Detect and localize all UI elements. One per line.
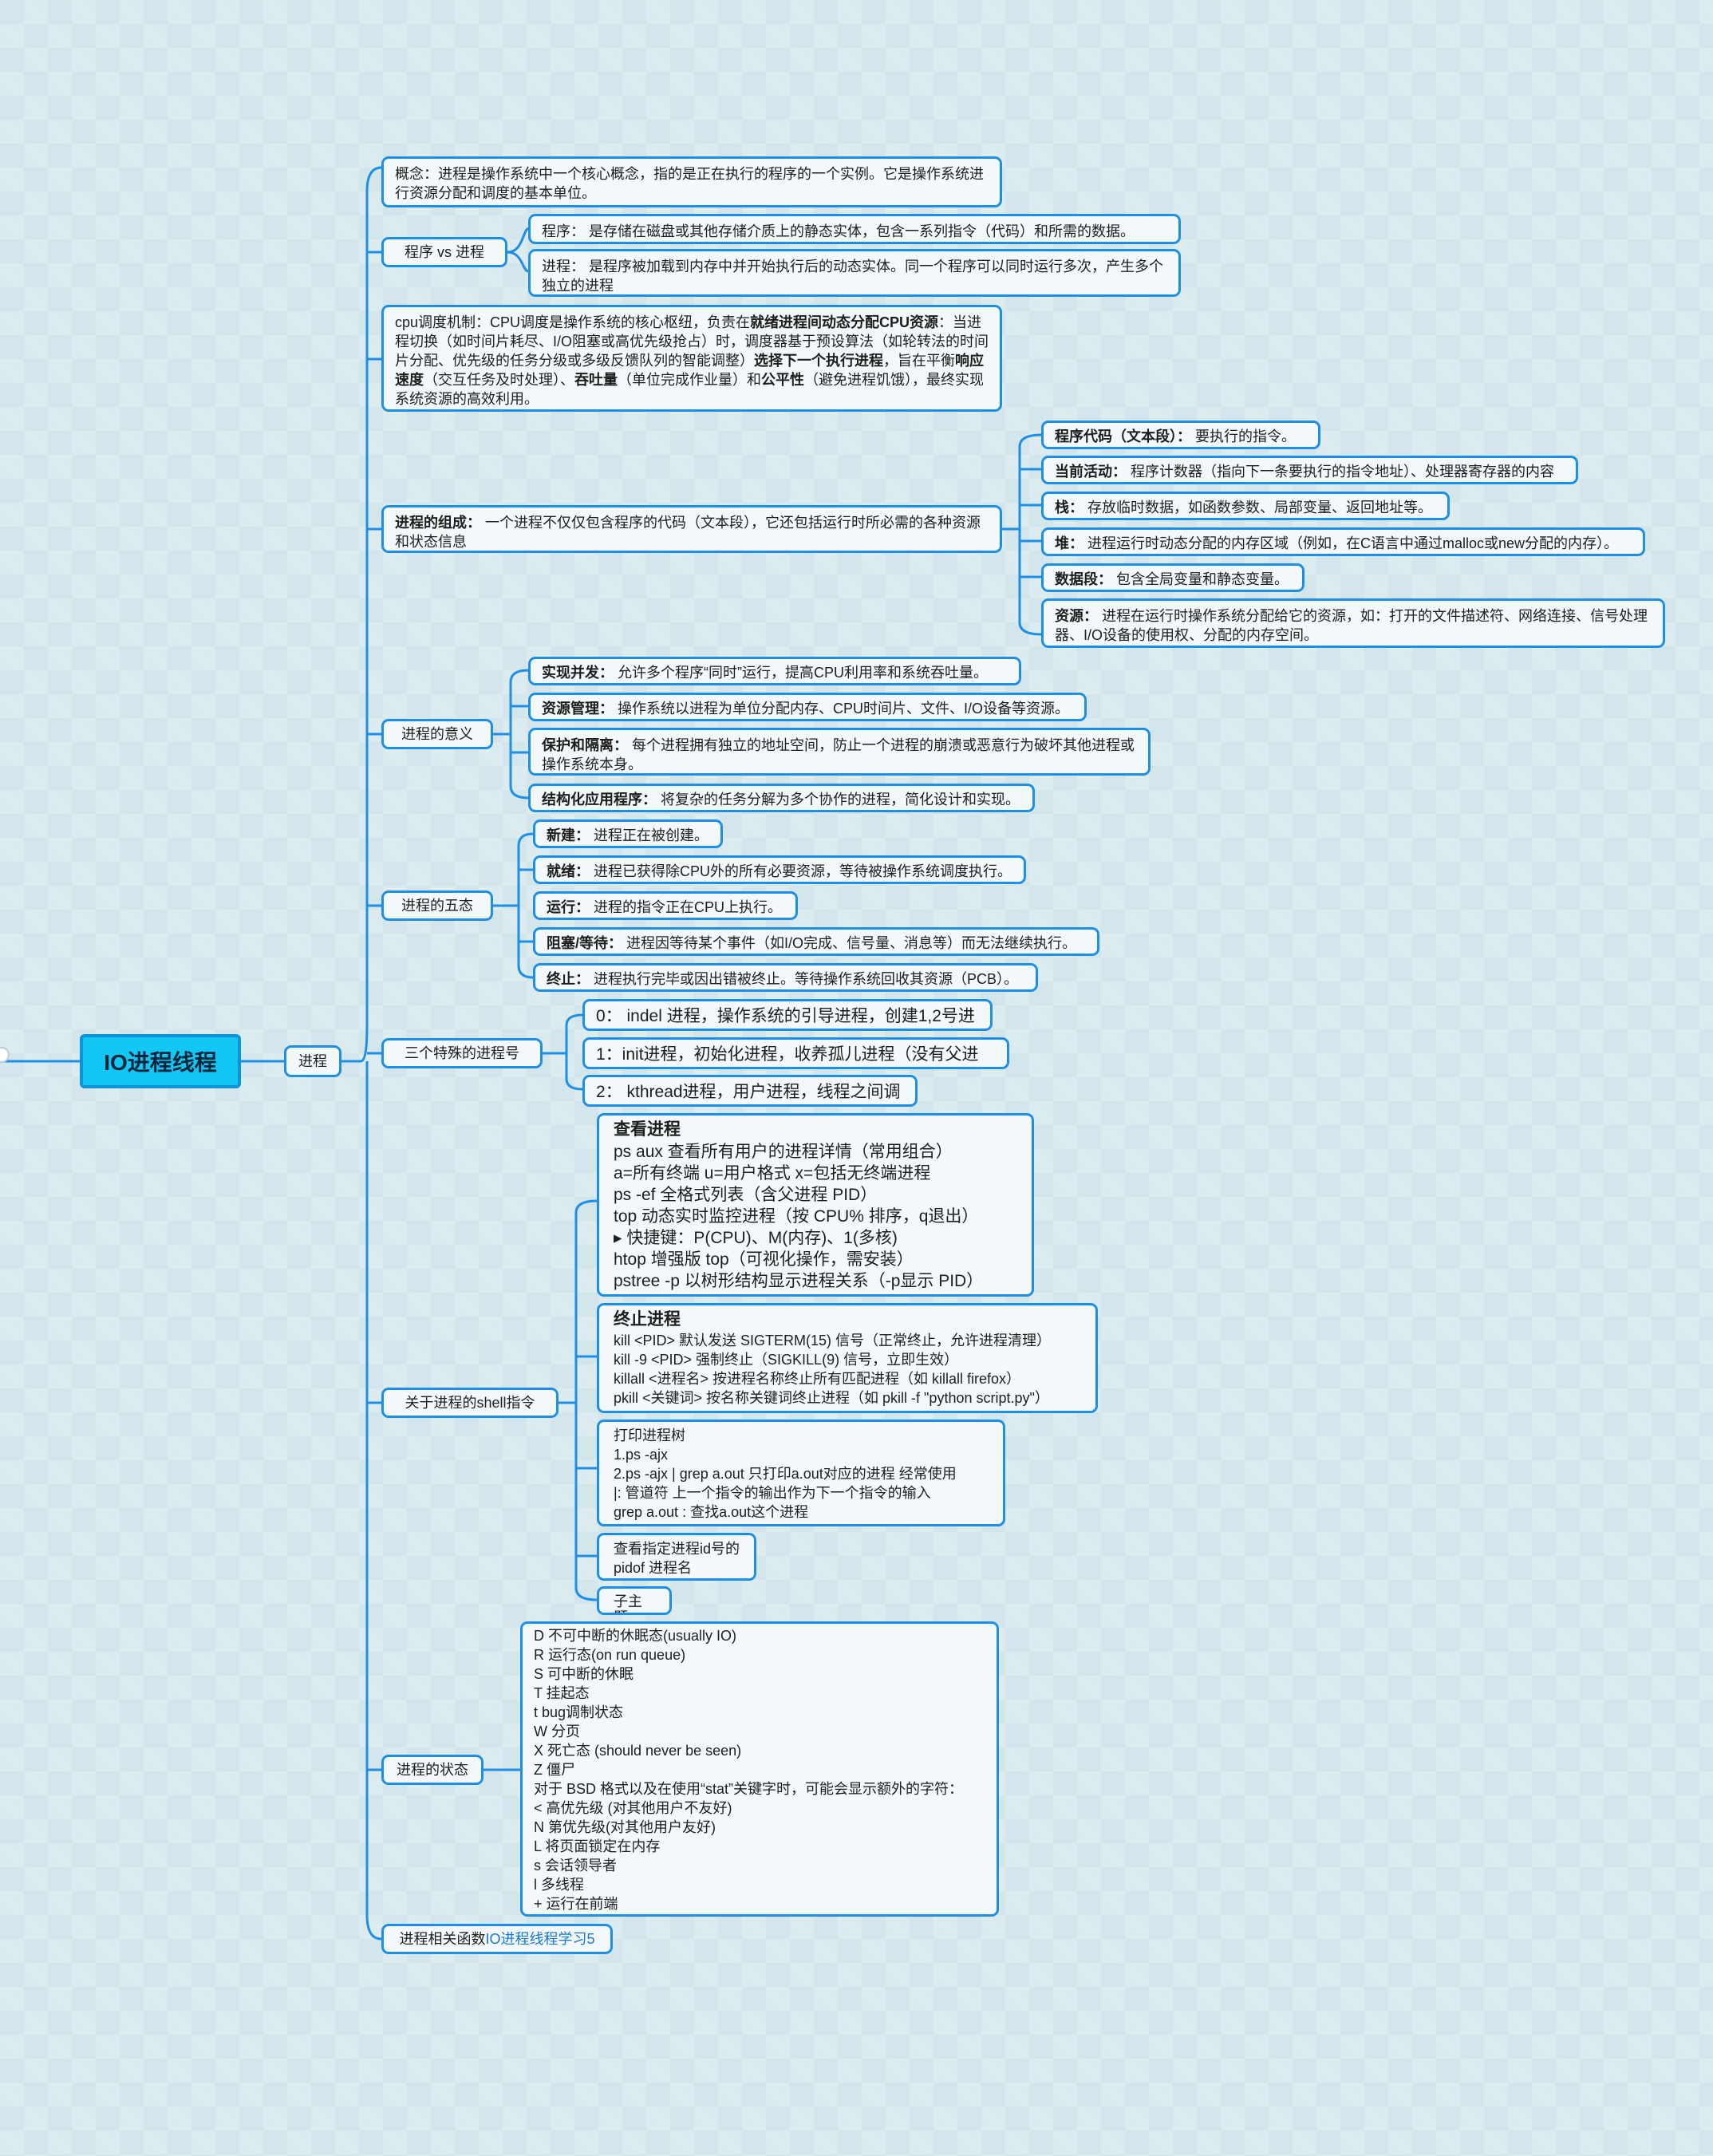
- state-item-running[interactable]: 运行： 进程的指令正在CPU上执行。: [533, 891, 798, 920]
- item-key: 保护和隔离：: [542, 737, 628, 753]
- cpu-bold-1: 就绪进程间动态分配CPU资源: [750, 314, 939, 330]
- composition-label: 进程的组成：: [395, 515, 481, 531]
- item-value: 进程因等待某个事件（如I/O完成、信号量、消息等）而无法继续执行。: [622, 935, 1077, 951]
- shell-process-tree[interactable]: 打印进程树 1.ps -ajx 2.ps -ajx | grep a.out 只…: [597, 1420, 1005, 1526]
- cpu-text-1: cpu调度机制：CPU调度是操作系统的核心枢纽，负责在: [395, 314, 751, 330]
- state-item-new[interactable]: 新建： 进程正在被创建。: [533, 819, 723, 848]
- composition-item-activity[interactable]: 当前活动： 程序计数器（指向下一条要执行的指令地址）、处理器寄存器的内容: [1041, 456, 1578, 484]
- item-key: 资源：: [1055, 608, 1098, 624]
- item-value: 包含全局变量和静态变量。: [1112, 571, 1289, 587]
- cpu-bold-5: 公平性: [761, 372, 804, 388]
- item-key: 程序代码（文本段）：: [1055, 428, 1191, 444]
- state-item-ready[interactable]: 就绪： 进程已获得除CPU外的所有必要资源，等待被操作系统调度执行。: [533, 855, 1026, 884]
- meaning-item-concurrency[interactable]: 实现并发： 允许多个程序“同时”运行，提高CPU利用率和系统吞吐量。: [528, 657, 1021, 685]
- node-process-definition[interactable]: 进程： 是程序被加载到内存中并开始执行后的动态实体。同一个程序可以同时运行多次，…: [528, 249, 1181, 297]
- cpu-text-3: ，旨在平衡: [883, 353, 955, 369]
- item-key: 运行：: [547, 899, 590, 915]
- shell-subtopic[interactable]: 子主题: [597, 1586, 672, 1615]
- node-special-pids[interactable]: 三个特殊的进程号: [381, 1038, 543, 1068]
- pid-2[interactable]: 2： kthread进程，用户进程，线程之间调度: [582, 1075, 918, 1107]
- cpu-bold-4: 吞吐量: [574, 372, 618, 388]
- cpu-text-4: （交互任务及时处理）、: [424, 372, 574, 388]
- item-value: 要执行的指令。: [1191, 428, 1297, 444]
- item-value: 进程的指令正在CPU上执行。: [590, 899, 783, 915]
- functions-label: 进程相关函数: [399, 1931, 486, 1947]
- item-value: 将复杂的任务分解为多个协作的进程，简化设计和实现。: [657, 792, 1020, 808]
- node-process-status[interactable]: 进程的状态: [381, 1755, 484, 1785]
- cpu-text-2: ：当进程切换（如时间片耗尽、I/O阻塞或高优先级抢占）时，调度器基于预设算法（如…: [395, 314, 989, 369]
- kill-process-title: 终止进程: [614, 1310, 681, 1329]
- cpu-bold-3: 响应速度: [395, 353, 984, 388]
- meaning-item-structure[interactable]: 结构化应用程序： 将复杂的任务分解为多个协作的进程，简化设计和实现。: [528, 784, 1035, 812]
- item-key: 堆：: [1055, 535, 1083, 551]
- item-value: 每个进程拥有独立的地址空间，防止一个进程的崩溃或恶意行为破坏其他进程或操作系统本…: [542, 737, 1135, 772]
- composition-item-data[interactable]: 数据段： 包含全局变量和静态变量。: [1041, 563, 1304, 592]
- node-composition[interactable]: 进程的组成： 一个进程不仅仅包含程序的代码（文本段），它还包括运行时所必需的各种…: [381, 505, 1002, 553]
- item-value: 操作系统以进程为单位分配内存、CPU时间片、文件、I/O设备等资源。: [614, 701, 1070, 717]
- shell-view-process[interactable]: 查看进程 ps aux 查看所有用户的进程详情（常用组合） a=所有终端 u=用户…: [597, 1113, 1034, 1297]
- item-key: 实现并发：: [542, 665, 614, 681]
- kill-process-body: kill <PID> 默认发送 SIGTERM(15) 信号（正常终止，允许进程…: [614, 1333, 1052, 1406]
- item-key: 资源管理：: [542, 701, 614, 717]
- item-value: 允许多个程序“同时”运行，提高CPU利用率和系统吞吐量。: [614, 665, 988, 681]
- node-cpu-scheduling[interactable]: cpu调度机制：CPU调度是操作系统的核心枢纽，负责在就绪进程间动态分配CPU资…: [381, 305, 1002, 412]
- node-process[interactable]: 进程: [284, 1045, 341, 1077]
- item-value: 存放临时数据，如函数参数、局部变量、返回地址等。: [1083, 500, 1432, 515]
- node-meaning[interactable]: 进程的意义: [381, 719, 493, 749]
- root-anchor-dot: [0, 1047, 10, 1063]
- root-node[interactable]: IO进程线程: [80, 1034, 241, 1088]
- state-item-blocked[interactable]: 阻塞/等待： 进程因等待某个事件（如I/O完成、信号量、消息等）而无法继续执行。: [533, 927, 1099, 956]
- item-key: 栈：: [1055, 500, 1083, 515]
- item-key: 就绪：: [547, 863, 590, 879]
- item-value: 程序计数器（指向下一条要执行的指令地址）、处理器寄存器的内容: [1127, 464, 1554, 480]
- pid-0[interactable]: 0： indel 进程，操作系统的引导进程，创建1,2号进程: [582, 999, 993, 1031]
- item-key: 新建：: [547, 827, 590, 843]
- view-process-title: 查看进程: [614, 1120, 681, 1139]
- node-program-vs-process[interactable]: 程序 vs 进程: [381, 237, 507, 267]
- item-key: 终止：: [547, 971, 590, 987]
- item-value: 进程正在被创建。: [590, 827, 709, 843]
- state-item-terminated[interactable]: 终止： 进程执行完毕或因出错被终止。等待操作系统回收其资源（PCB）。: [533, 963, 1038, 992]
- cpu-text-5: （单位完成作业量）和: [618, 372, 761, 388]
- shell-kill-process[interactable]: 终止进程 kill <PID> 默认发送 SIGTERM(15) 信号（正常终止，…: [597, 1303, 1098, 1413]
- cpu-text-6: （避免进程饥饿），最终实现系统资源的高效利用。: [395, 372, 984, 407]
- item-value: 进程在运行时操作系统分配给它的资源，如：打开的文件描述符、网络连接、信号处理器、…: [1055, 608, 1648, 643]
- item-value: 进程运行时动态分配的内存区域（例如，在C语言中通过malloc或new分配的内存…: [1083, 535, 1619, 551]
- shell-pidof[interactable]: 查看指定进程id号的 pidof 进程名: [597, 1533, 756, 1581]
- view-process-body: ps aux 查看所有用户的进程详情（常用组合） a=所有终端 u=用户格式 x…: [614, 1143, 984, 1290]
- item-key: 数据段：: [1055, 571, 1112, 587]
- meaning-item-isolation[interactable]: 保护和隔离： 每个进程拥有独立的地址空间，防止一个进程的崩溃或恶意行为破坏其他进…: [528, 728, 1151, 776]
- item-value: 进程已获得除CPU外的所有必要资源，等待被操作系统调度执行。: [590, 863, 1012, 879]
- node-shell-commands[interactable]: 关于进程的shell指令: [381, 1388, 559, 1418]
- functions-link[interactable]: IO进程线程学习5: [485, 1931, 595, 1947]
- composition-item-heap[interactable]: 堆： 进程运行时动态分配的内存区域（例如，在C语言中通过malloc或new分配…: [1041, 527, 1645, 556]
- item-key: 当前活动：: [1055, 464, 1127, 480]
- composition-item-code[interactable]: 程序代码（文本段）： 要执行的指令。: [1041, 421, 1320, 449]
- pid-1[interactable]: 1：init进程，初始化进程，收养孤儿进程（没有父进程）: [582, 1037, 1009, 1069]
- cpu-bold-2: 选择下一个执行进程: [754, 353, 883, 369]
- node-concept[interactable]: 概念：进程是操作系统中一个核心概念，指的是正在执行的程序的一个实例。它是操作系统…: [381, 156, 1002, 207]
- item-key: 阻塞/等待：: [547, 935, 623, 951]
- meaning-item-resources[interactable]: 资源管理： 操作系统以进程为单位分配内存、CPU时间片、文件、I/O设备等资源。: [528, 693, 1087, 721]
- composition-item-stack[interactable]: 栈： 存放临时数据，如函数参数、局部变量、返回地址等。: [1041, 492, 1450, 520]
- node-five-states[interactable]: 进程的五态: [381, 890, 493, 921]
- composition-desc: 一个进程不仅仅包含程序的代码（文本段），它还包括运行时所必需的各种资源和状态信息: [395, 515, 981, 550]
- node-program-definition[interactable]: 程序： 是存储在磁盘或其他存储介质上的静态实体，包含一系列指令（代码）和所需的数…: [528, 214, 1181, 244]
- item-value: 进程执行完毕或因出错被终止。等待操作系统回收其资源（PCB）。: [590, 971, 1019, 987]
- item-key: 结构化应用程序：: [542, 792, 657, 808]
- status-codes[interactable]: D 不可中断的休眠态(usually IO) R 运行态(on run queu…: [520, 1621, 999, 1917]
- composition-item-resources[interactable]: 资源： 进程在运行时操作系统分配给它的资源，如：打开的文件描述符、网络连接、信号…: [1041, 598, 1665, 648]
